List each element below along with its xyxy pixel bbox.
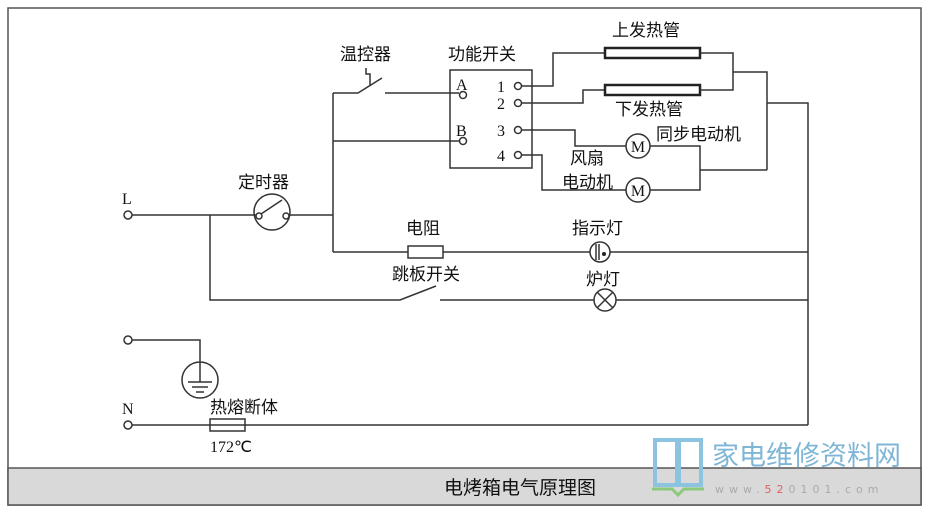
upper-heater-label: 上发热管 [612,21,680,41]
door-switch-label: 跳板开关 [392,265,460,285]
caption-band [7,467,922,506]
contact-1-label: 1 [497,79,505,96]
ground-icon [181,361,219,399]
contact-1 [513,81,523,91]
contact-b-label: B [456,123,467,140]
function-switch-label: 功能开关 [448,45,516,65]
wire [132,339,201,382]
thermal-fuse-label: 热熔断体 [210,398,278,418]
contact-2 [513,98,523,108]
logo-name: 家电维修资料网 [712,441,901,472]
lower-heater-label: 下发热管 [615,100,683,120]
upper-heater [603,46,702,60]
contact-a-label: A [456,77,468,94]
wire [522,89,605,104]
motor-symbol: M [631,183,645,200]
fuse-rating: 172℃ [210,439,252,456]
wire [733,71,768,170]
sync-motor-label: 同步电动机 [656,125,741,145]
thermostat-label: 温控器 [340,45,391,65]
door-switch [209,215,437,301]
function-switch-box [449,69,533,169]
lower-heater [603,83,702,97]
fan-motor-label-1: 风扇 [570,149,604,169]
wire [650,145,701,191]
oven-lamp-label: 炉灯 [586,270,620,290]
wire [522,52,605,87]
contact-3-label: 3 [497,123,505,140]
indicator-lamp-label: 指示灯 [572,219,623,239]
logo-url: www.520101.com [715,483,883,496]
fan-motor [625,177,651,203]
thermostat-switch [333,77,383,94]
contact-3 [513,125,523,135]
contact-2-label: 2 [497,96,505,113]
timer-label: 定时器 [238,173,289,193]
motor-symbol: M [631,139,645,156]
wire [522,129,626,147]
contact-4 [513,150,523,160]
diagram-frame [7,7,922,506]
terminal-l-label: L [122,191,132,208]
book-icon [652,438,704,498]
contact-a [458,90,468,100]
contact-b [458,136,468,146]
site-logo: 家电维修资料网 www.520101.com [652,438,901,498]
wire [522,154,626,191]
timer-symbol [253,193,291,231]
diagram-caption: 电烤箱电气原理图 [444,477,596,499]
terminal-n-label: N [122,401,134,418]
resistor-label: 电阻 [406,219,440,239]
fan-motor-label-2: 电动机 [562,173,613,193]
thermostat-actuator [365,68,371,86]
wire [767,102,809,425]
contact-4-label: 4 [497,148,505,165]
